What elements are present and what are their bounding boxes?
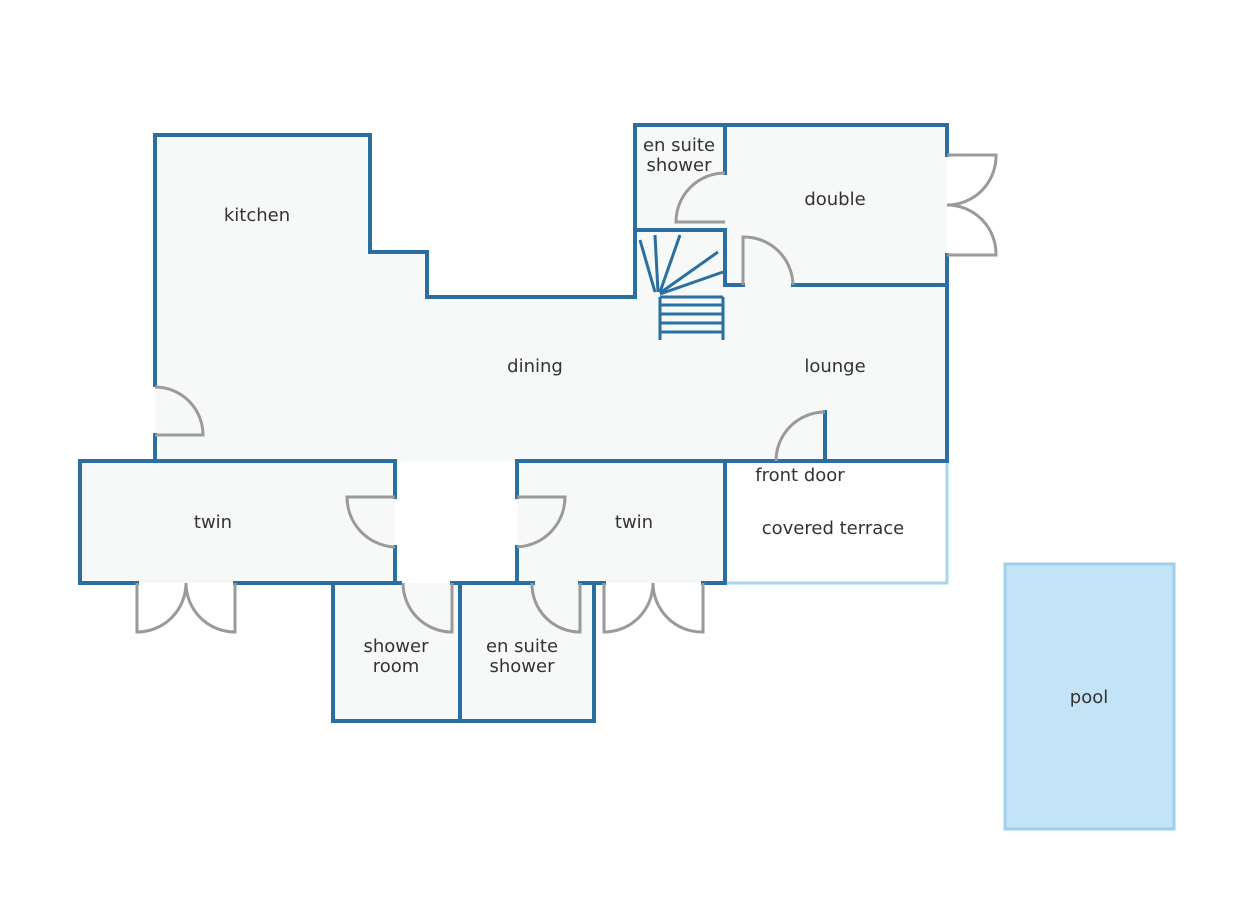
shower-room-label-2: room: [373, 656, 420, 677]
kitchen-label: kitchen: [224, 205, 290, 226]
left-twin-french-door-a: [135, 582, 188, 634]
dining-label: dining: [507, 356, 563, 377]
shower-room-walls: [331, 581, 596, 723]
front-door: [774, 410, 826, 462]
doors: [135, 153, 998, 634]
twin-right-label: twin: [615, 512, 653, 533]
en-suite-shower-bottom-label-2: shower: [490, 656, 556, 677]
floor-areas: [80, 125, 947, 721]
double-french-door-b: [946, 203, 998, 257]
shower-room-floor: [333, 583, 460, 721]
en-suite-shower-bottom-floor: [460, 583, 594, 721]
right-twin-french-door-a: [602, 582, 655, 634]
en-suite-shower-top-label-1: en suite: [643, 135, 715, 156]
covered-terrace-label: covered terrace: [762, 518, 904, 539]
double-bedroom-door: [741, 235, 795, 286]
pool-label: pool: [1070, 687, 1108, 708]
west-door: [154, 385, 205, 437]
shower-room-label-1: shower: [364, 636, 430, 657]
left-twin-french-door-b: [184, 582, 237, 634]
pool: [1003, 562, 1176, 831]
right-twin-french-door-b: [651, 582, 705, 634]
en-suite-shower-bottom-label-1: en suite: [486, 636, 558, 657]
en-suite-bottom-door: [530, 582, 582, 634]
left-twin-door: [345, 495, 396, 549]
walls: [78, 123, 949, 723]
shower-room-door: [401, 582, 454, 634]
double-label: double: [804, 189, 865, 210]
left-twin-walls: [78, 459, 397, 585]
kitchen-outer-wall: [153, 133, 637, 387]
double-french-door-a: [946, 153, 998, 207]
right-twin-door: [516, 495, 567, 549]
room-labels: kitchen en suite shower double dining lo…: [194, 135, 1108, 708]
front-door-label: front door: [755, 465, 845, 486]
twin-left-label: twin: [194, 512, 232, 533]
covered-terrace-outline: [725, 461, 949, 585]
en-suite-shower-top-label-2: shower: [647, 155, 713, 176]
en-suite-top-door: [674, 171, 726, 224]
double-bedroom-floor: [635, 125, 947, 285]
kitchen-dining-lounge-floor: [80, 135, 947, 583]
staircase: [638, 234, 725, 340]
lounge-label: lounge: [804, 356, 865, 377]
double-walls: [633, 123, 949, 299]
